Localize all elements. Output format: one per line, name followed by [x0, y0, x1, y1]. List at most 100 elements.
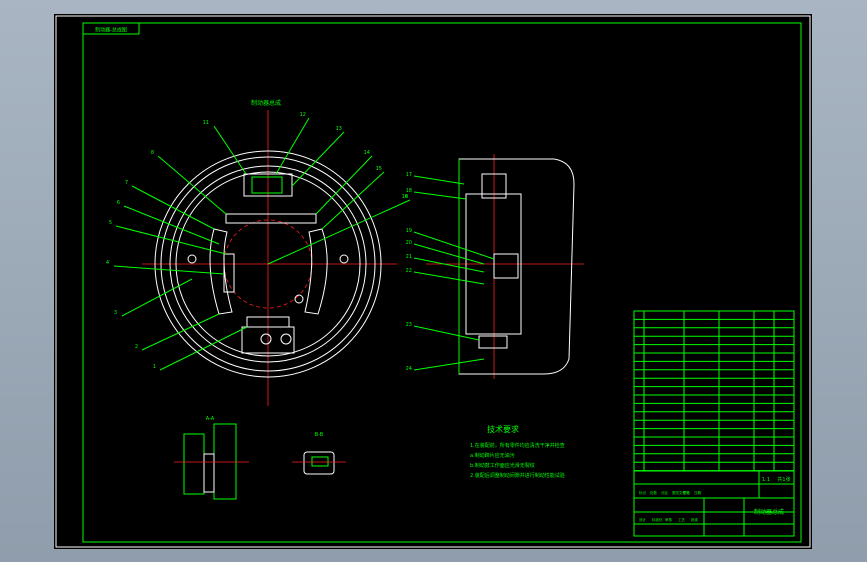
left-shoe: [209, 228, 233, 315]
callout-front-16: 16: [402, 194, 408, 200]
leader-20: [413, 243, 485, 265]
backing-plate-inner: [175, 171, 361, 357]
section-a-label: A-A: [206, 416, 215, 422]
section-a-left-block: [183, 433, 205, 495]
leader-1: [159, 326, 248, 371]
top-left-tag: 制动器-总成图: [95, 27, 127, 34]
tech-req-line-3: b.制动鼓工作面应光滑无裂纹: [470, 462, 535, 469]
front-view-label: 制动器总成: [251, 99, 281, 107]
callout-front-3: 3: [114, 310, 117, 316]
title-block-designer: 工艺: [678, 517, 686, 522]
section-b-outline: [303, 451, 335, 475]
leader-8: [157, 155, 227, 215]
callout-front-15: 15: [376, 166, 382, 172]
section-b: B-B: [292, 432, 346, 475]
spring-section: [493, 253, 519, 279]
callout-side-17: 17: [406, 172, 412, 178]
anchor-section: [478, 335, 508, 349]
callout-front-4: 4: [106, 260, 109, 266]
callout-front-11: 11: [203, 120, 209, 126]
leader-17: [413, 175, 465, 185]
title-block-label: 更改文件号: [672, 490, 690, 495]
callout-front-13: 13: [336, 126, 342, 132]
leader-2: [141, 313, 220, 351]
leader-23: [413, 325, 480, 341]
section-b-label: B-B: [315, 432, 324, 438]
leader-4: [113, 265, 225, 275]
leader-7: [131, 185, 215, 230]
top-left-tag-box: [82, 22, 140, 35]
outer-frame: [55, 15, 811, 548]
leader-6: [123, 205, 220, 245]
tech-req-line-1: 1.在装配前，所有零件均应清洗干净并检查: [470, 442, 565, 449]
callout-front-6: 6: [117, 200, 120, 206]
leader-22: [413, 271, 485, 285]
bom-border: [633, 310, 795, 472]
leader-3: [121, 278, 193, 317]
tech-req-heading: 技术要求: [487, 424, 519, 434]
bolt-hole-left: [187, 254, 197, 264]
drum-section-outline: [458, 158, 575, 375]
cylinder-section: [481, 173, 507, 199]
lower-return-spring: [246, 316, 290, 328]
title-block-label: 分区: [661, 490, 669, 495]
drum-inner-circle: [160, 156, 376, 372]
section-a: A-A: [174, 416, 249, 500]
drawing-svg: 制动器-总成图 制动器总成: [55, 15, 811, 548]
title-block-labels: 标记处数分区更改文件号签名日期: [639, 490, 702, 495]
shoe-hold-spring: [223, 253, 235, 293]
title-block-designers: 设计标准化审核工艺批准: [639, 517, 699, 522]
title-block-designer: 标准化: [652, 517, 663, 522]
bolt-hole-right: [339, 254, 349, 264]
title-block-border: [633, 470, 795, 537]
adjuster-bar: [225, 213, 317, 224]
drawing-canvas[interactable]: 制动器-总成图 制动器总成: [54, 14, 812, 549]
callout-front-12: 12: [300, 112, 306, 118]
title-block-label: 处数: [650, 490, 658, 495]
callout-side-19: 19: [406, 228, 412, 234]
leader-19: [413, 231, 495, 260]
callout-front-8: 8: [151, 150, 154, 156]
leader-14: [315, 155, 373, 215]
leader-18: [413, 191, 467, 200]
title-block-label: 标记: [639, 490, 647, 495]
callout-side-23: 23: [406, 322, 412, 328]
title-block-designer: 设计: [639, 517, 647, 522]
tech-requirements: 技术要求 1.在装配前，所有零件均应清洗干净并检查 a.制动蹄片应无油污 b.制…: [470, 424, 565, 479]
backing-plate-circle: [169, 165, 367, 363]
bolt-hole-lower: [294, 294, 304, 304]
front-view: 制动器总成: [106, 99, 411, 406]
callout-front-14: 14: [364, 150, 370, 156]
title-block-label: 日期: [694, 490, 702, 495]
callout-side-18: 18: [406, 188, 412, 194]
title-block-designer: 审核: [665, 517, 673, 522]
leader-24: [413, 358, 485, 371]
tech-req-line-4: 2.装配后调整制动间隙并进行制动性能试验: [470, 472, 565, 479]
title-block-designer: 批准: [691, 517, 699, 522]
right-shoe: [304, 228, 328, 315]
drum-outer-circle: [154, 150, 382, 378]
anchor-pin-left: [260, 333, 272, 345]
callout-front-1: 1: [153, 364, 156, 370]
leader-11: [213, 125, 247, 175]
title-block-sheet: 共1张: [777, 476, 790, 483]
section-b-core: [311, 456, 329, 467]
title-block-label: 签名: [683, 490, 690, 495]
hub-section: [465, 193, 522, 335]
leader-15: [321, 171, 385, 230]
leader-21: [413, 257, 485, 273]
tech-req-line-2: a.制动蹄片应无油污: [470, 452, 515, 459]
inner-frame: [82, 22, 802, 543]
callout-front-2: 2: [135, 344, 138, 350]
leader-13: [291, 131, 345, 187]
callout-front-5: 5: [109, 220, 112, 226]
callout-side-24: 24: [406, 366, 412, 372]
title-block-name: 制动器总成: [754, 508, 784, 516]
callout-front-7: 7: [125, 180, 128, 186]
leader-16: [267, 199, 411, 265]
title-block-scale: 1:1: [762, 477, 770, 483]
